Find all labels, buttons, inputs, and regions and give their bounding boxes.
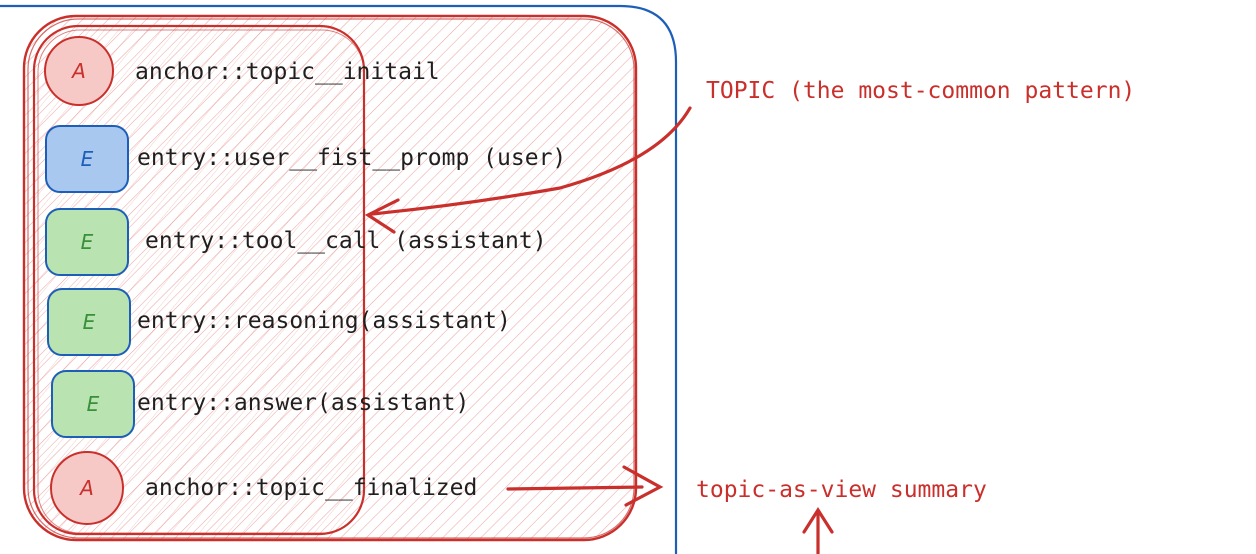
row-label: anchor::topic__initail [135,59,440,85]
outer-container-frame [0,4,678,554]
row-label: entry::user__fist__promp (user) [137,145,566,171]
row-entry-tool-call: E entry::tool__call (assistant) [45,208,547,276]
topic-container-outline [27,18,635,539]
topic-annotation: TOPIC (the most-common pattern) [706,78,1135,104]
row-label: entry::answer(assistant) [137,390,469,416]
entry-badge-letter: E [87,392,100,416]
row-anchor-initial: A anchor::topic__initail [44,36,440,106]
row-label: entry::reasoning(assistant) [137,308,511,334]
anchor-badge-letter: A [78,476,94,500]
row-label: entry::tool__call (assistant) [145,228,547,254]
entry-badge-letter: E [83,310,96,334]
row-label: anchor::topic__finalized [145,475,477,501]
finalized-to-summary-arrow [506,465,664,507]
anchor-badge [50,451,124,525]
anchor-lane-outline [37,29,365,534]
entry-badge [47,288,131,356]
anchor-badge-letter: A [70,59,86,83]
entry-badge-letter: E [81,230,94,254]
row-entry-user-prompt: E entry::user__fist__promp (user) [45,125,566,193]
entry-badge-letter: E [81,147,94,171]
anchor-badge [44,36,114,106]
row-entry-answer: E entry::answer(assistant) [51,370,469,438]
row-anchor-finalized: A anchor::topic__finalized [50,451,477,525]
entry-badge [45,208,129,276]
entry-badge [45,125,129,193]
entry-badge [51,370,135,438]
row-entry-reasoning: E entry::reasoning(assistant) [47,288,511,356]
topic-arrow [364,106,692,234]
summary-annotation: topic-as-view summary [696,477,987,503]
summary-up-arrow [802,507,834,554]
